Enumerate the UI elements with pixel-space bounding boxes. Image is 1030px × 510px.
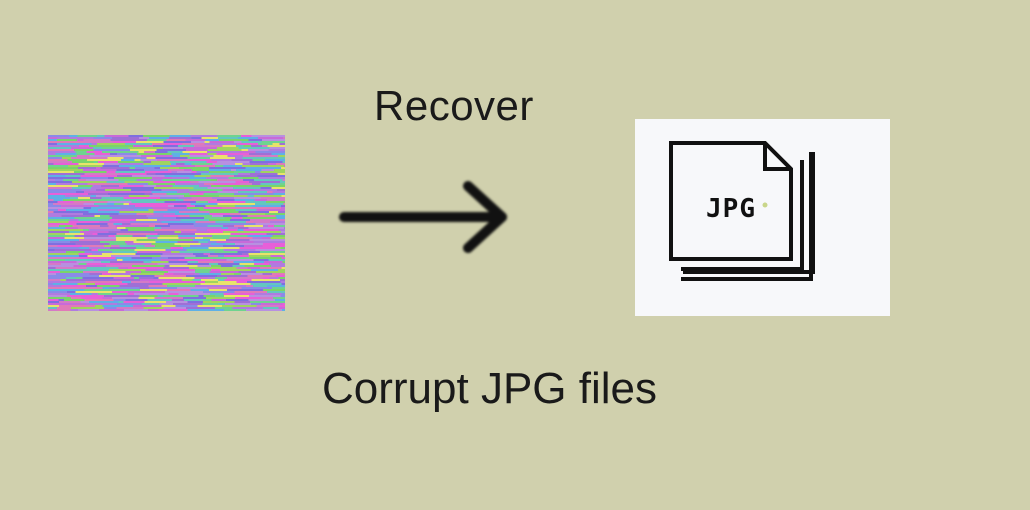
noise-row (48, 165, 285, 167)
noise-row (48, 255, 285, 257)
noise-row (48, 189, 285, 191)
noise-row (48, 167, 285, 169)
noise-row (48, 201, 285, 203)
noise-row (48, 183, 285, 185)
noise-row (48, 207, 285, 209)
noise-row (48, 301, 285, 303)
noise-row (48, 221, 285, 223)
noise-row (48, 149, 285, 151)
noise-row (48, 259, 285, 261)
noise-row (48, 297, 285, 299)
noise-row (48, 223, 285, 225)
noise-row (48, 179, 285, 181)
noise-row (48, 233, 285, 235)
noise-row (48, 195, 285, 197)
noise-row (48, 209, 285, 211)
noise-row (48, 261, 285, 263)
noise-row (48, 197, 285, 199)
noise-row (48, 227, 285, 229)
noise-row (48, 137, 285, 139)
caption-text: Corrupt JPG files (322, 364, 657, 413)
noise-row (48, 291, 285, 293)
noise-row (48, 307, 285, 309)
noise-row (48, 177, 285, 179)
noise-row (48, 145, 285, 147)
noise-row (48, 225, 285, 227)
noise-row (48, 289, 285, 291)
noise-row (48, 305, 285, 307)
noise-row (48, 287, 285, 289)
noise-row (48, 241, 285, 243)
noise-row (48, 169, 285, 171)
noise-row (48, 279, 285, 281)
noise-row (48, 303, 285, 305)
noise-row (48, 215, 285, 217)
noise-row (48, 257, 285, 259)
noise-row (48, 161, 285, 163)
noise-row (48, 151, 285, 153)
jpg-file-card: JPG (635, 119, 890, 316)
noise-row (48, 143, 285, 145)
noise-row (48, 277, 285, 279)
recover-label: Recover (374, 82, 534, 129)
noise-row (48, 243, 285, 245)
noise-row (48, 219, 285, 221)
noise-row (48, 245, 285, 247)
right-arrow-icon (339, 181, 507, 253)
noise-row (48, 173, 285, 175)
noise-row (48, 187, 285, 189)
noise-row (48, 283, 285, 285)
noise-row (48, 253, 285, 255)
noise-row (48, 251, 285, 253)
noise-row (48, 171, 285, 173)
noise-row (48, 155, 285, 157)
jpg-label: JPG (706, 194, 756, 224)
noise-row (48, 185, 285, 187)
noise-row (48, 285, 285, 287)
noise-row (48, 157, 285, 159)
noise-row (48, 217, 285, 219)
noise-row (48, 159, 285, 161)
noise-row (48, 205, 285, 207)
noise-row (48, 229, 285, 231)
noise-row (48, 265, 285, 267)
noise-row (48, 199, 285, 201)
noise-row (48, 269, 285, 271)
noise-row (48, 239, 285, 241)
noise-row (48, 295, 285, 297)
noise-row (48, 211, 285, 213)
noise-row (48, 153, 285, 155)
noise-row (48, 193, 285, 195)
noise-row (48, 163, 285, 165)
noise-row (48, 231, 285, 233)
noise-row (48, 249, 285, 251)
noise-row (48, 263, 285, 265)
noise-row (48, 147, 285, 149)
noise-row (48, 281, 285, 283)
noise-row (48, 139, 285, 141)
jpg-file-icon: JPG (669, 141, 815, 281)
noise-row (48, 175, 285, 177)
noise-row (48, 213, 285, 215)
noise-row (48, 299, 285, 301)
noise-row (48, 237, 285, 239)
noise-row (48, 181, 285, 183)
corrupt-image (48, 135, 285, 311)
noise-row (48, 235, 285, 237)
noise-row (48, 141, 285, 143)
noise-row (48, 271, 285, 273)
noise-row (48, 135, 285, 137)
noise-row (48, 275, 285, 277)
noise-row (48, 293, 285, 295)
noise-row (48, 191, 285, 193)
noise-row (48, 273, 285, 275)
noise-row (48, 203, 285, 205)
noise-row (48, 247, 285, 249)
noise-row (48, 309, 285, 311)
noise-row (48, 267, 285, 269)
